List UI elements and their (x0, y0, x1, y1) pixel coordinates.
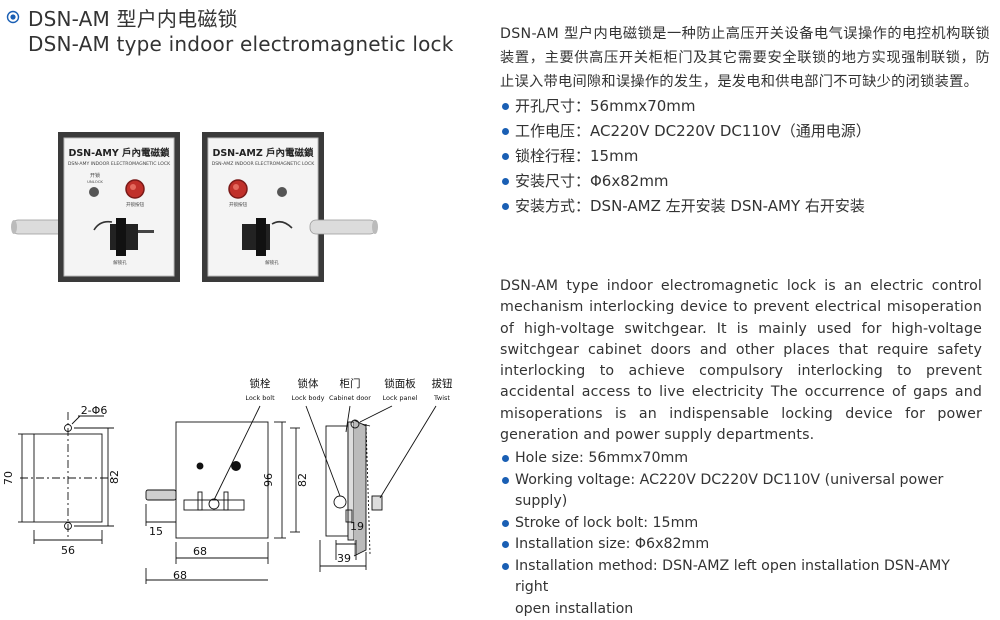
dim-39: 39 (337, 552, 351, 565)
spec-text: Installation method: DSN-AMZ left open i… (515, 556, 982, 599)
spec-text: Installation size: Φ6x82mm (515, 534, 709, 556)
lock-bolt-slot (184, 500, 244, 510)
dim-68-b: 68 (173, 569, 187, 582)
part-label-cn-lock-panel: 锁面板 (384, 377, 416, 390)
spec-list-en: Hole size: 56mmx70mm Working voltage: AC… (500, 448, 982, 620)
spec-continuation: open installation (500, 599, 982, 620)
list-item: Stroke of lock bolt: 15mm (500, 513, 982, 535)
left-unit-unlock-cn: 开锁 (90, 172, 100, 179)
list-item: 开孔尺寸：56mmx70mm (500, 94, 990, 119)
dim-96: 96 (262, 473, 275, 487)
description-cn: DSN-AM 型户内电磁锁是一种防止高压开关设备电气误操作的电控机构联锁装置，主… (500, 22, 990, 94)
bullet-dot-icon (502, 153, 509, 160)
spec-text: 安装尺寸：Φ6x82mm (515, 169, 669, 194)
right-unit-subtitle: DSN-AMZ INDOOR ELECTROMAGNETIC LOCK (212, 161, 316, 167)
technical-drawing: 锁栓 Lock bolt 锁体 Lock body 柜门 Cabinet doo… (0, 372, 470, 608)
part-label-en-twist: Twist (433, 394, 450, 402)
part-label-cn-lock-bolt: 锁栓 (250, 377, 271, 390)
part-label-cn-cabinet-door: 柜门 (340, 377, 361, 390)
bullet-dot-icon (502, 178, 509, 185)
right-unit-lock-label: 解锁孔 (265, 259, 279, 266)
circle-bullet-icon (6, 10, 20, 24)
spec-list-cn: 开孔尺寸：56mmx70mm 工作电压：AC220V DC220V DC110V… (500, 94, 990, 219)
part-label-cn-lock-body: 锁体 (298, 377, 319, 390)
spec-text: Stroke of lock bolt: 15mm (515, 513, 698, 535)
left-unit-lock-label: 解锁孔 (113, 259, 127, 266)
part-label-en-cabinet-door: Cabinet door (329, 394, 371, 402)
left-unit-button-label: 开锁按钮 (126, 201, 144, 208)
page-title-en: DSN-AM type indoor electromagnetic lock (28, 32, 454, 56)
part-label-en-lock-body: Lock body (292, 394, 325, 402)
part-label-en-lock-bolt: Lock bolt (245, 394, 275, 402)
bullet-dot-icon (502, 541, 509, 548)
dim-15: 15 (149, 525, 163, 538)
bullet-dot-icon (502, 128, 509, 135)
dim-hole-label: 2-Φ6 (81, 404, 108, 417)
part-label-en-lock-panel: Lock panel (383, 394, 418, 402)
dim-68-a: 68 (193, 545, 207, 558)
page-title-cn: DSN-AM 型户内电磁锁 (28, 3, 238, 32)
bullet-dot-icon (502, 455, 509, 462)
list-item: 工作电压：AC220V DC220V DC110V（通用电源） (500, 119, 990, 144)
spec-text: 安装方式：DSN-AMZ 左开安装 DSN-AMY 右开安装 (515, 194, 865, 219)
description-en: DSN-AM type indoor electromagnetic lock … (500, 276, 982, 446)
dim-82-left: 82 (108, 470, 121, 484)
bullet-dot-icon (502, 563, 509, 570)
list-item: Working voltage: AC220V DC220V DC110V (u… (500, 470, 982, 513)
left-unit-unlock-en: UNLOCK (87, 179, 103, 184)
dim-56: 56 (61, 544, 75, 557)
spec-text: Working voltage: AC220V DC220V DC110V (u… (515, 470, 982, 513)
lock-side-body (326, 426, 348, 536)
part-label-cn-twist: 拔钮 (432, 377, 453, 390)
dim-70: 70 (2, 471, 15, 485)
right-unit-button-label: 开锁按钮 (229, 201, 247, 208)
bullet-dot-icon (502, 520, 509, 527)
list-item: 安装方式：DSN-AMZ 左开安装 DSN-AMY 右开安装 (500, 194, 990, 219)
dim-82-mid: 82 (296, 473, 309, 487)
spec-text: Hole size: 56mmx70mm (515, 448, 688, 470)
list-item: Installation method: DSN-AMZ left open i… (500, 556, 982, 599)
list-item: Hole size: 56mmx70mm (500, 448, 982, 470)
bullet-dot-icon (502, 203, 509, 210)
bullet-dot-icon (502, 477, 509, 484)
title-block: DSN-AM 型户内电磁锁 DSN-AM type indoor electro… (6, 4, 454, 56)
spec-text: 开孔尺寸：56mmx70mm (515, 94, 696, 119)
product-photo: DSN-AMY 戶內電磁鎖 DSN-AMY INDOOR ELECTROMAGN… (10, 132, 380, 282)
lock-front-outline (176, 422, 268, 538)
list-item: 安装尺寸：Φ6x82mm (500, 169, 990, 194)
bullet-dot-icon (502, 103, 509, 110)
dim-19: 19 (350, 520, 364, 533)
spec-text: 工作电压：AC220V DC220V DC110V（通用电源） (515, 119, 871, 144)
list-item: 锁栓行程：15mm (500, 144, 990, 169)
spec-text: 锁栓行程：15mm (515, 144, 638, 169)
left-unit-title: DSN-AMY 戶內電磁鎖 (68, 147, 170, 159)
list-item: Installation size: Φ6x82mm (500, 534, 982, 556)
left-unit-subtitle: DSN-AMY INDOOR ELECTROMAGNETIC LOCK (68, 161, 171, 167)
right-unit-title: DSN-AMZ 戶內電磁鎖 (212, 147, 314, 159)
description-cn-block: DSN-AM 型户内电磁锁是一种防止高压开关设备电气误操作的电控机构联锁装置，主… (500, 22, 990, 219)
